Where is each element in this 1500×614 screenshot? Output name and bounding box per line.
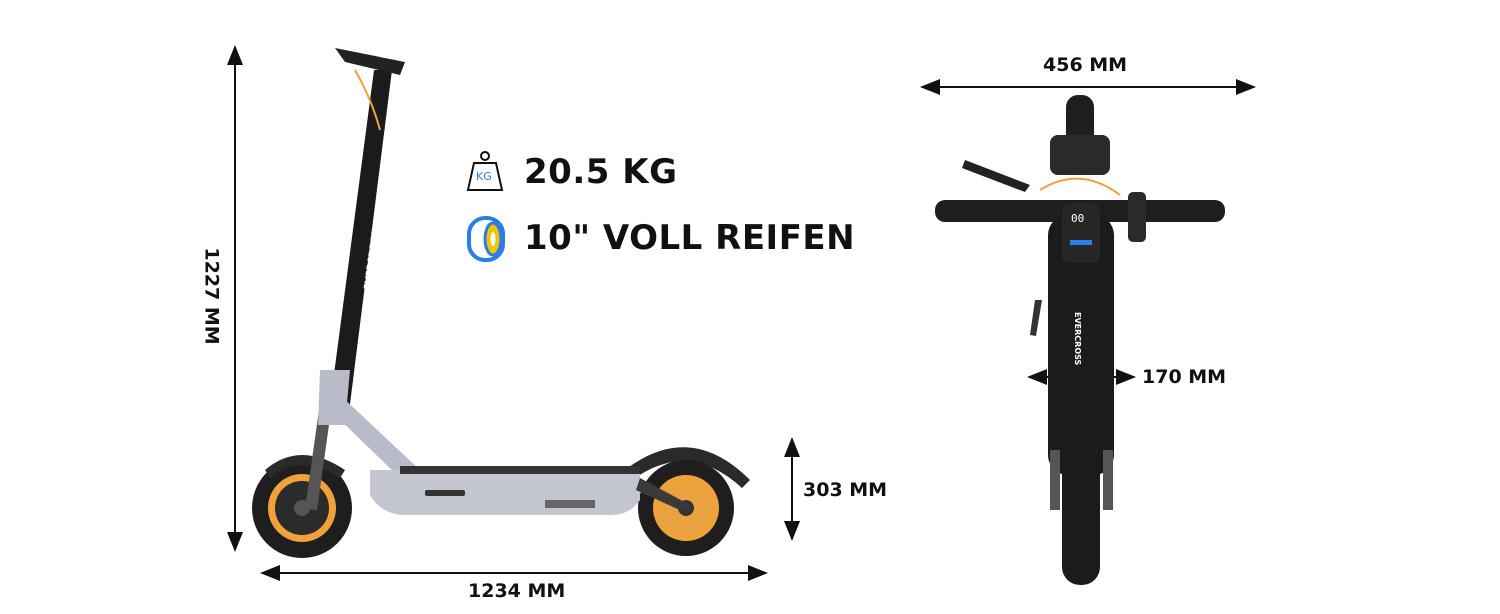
deck-width-label: 170 MM [1142,366,1227,388]
length-label: 1234 MM [468,580,566,602]
weight-spec: 20.5 KG [524,152,678,192]
scooter-front-view: 00 EVERCROSS [935,95,1225,585]
weight-icon-label: KG [476,170,492,183]
brand-logo-text-front: EVERCROSS [1073,312,1082,366]
tire-spec: 10" VOLL REIFEN [524,218,856,258]
tire-icon [467,216,505,262]
height-label: 1227 MM [200,247,223,345]
weight-icon: KG [466,150,504,192]
scooter-side-view: EVERCROSS [252,48,750,558]
speed-display: 00 [1071,212,1084,225]
handlebar-width-label: 456 MM [1043,54,1128,76]
deck-height-label: 303 MM [803,479,888,501]
